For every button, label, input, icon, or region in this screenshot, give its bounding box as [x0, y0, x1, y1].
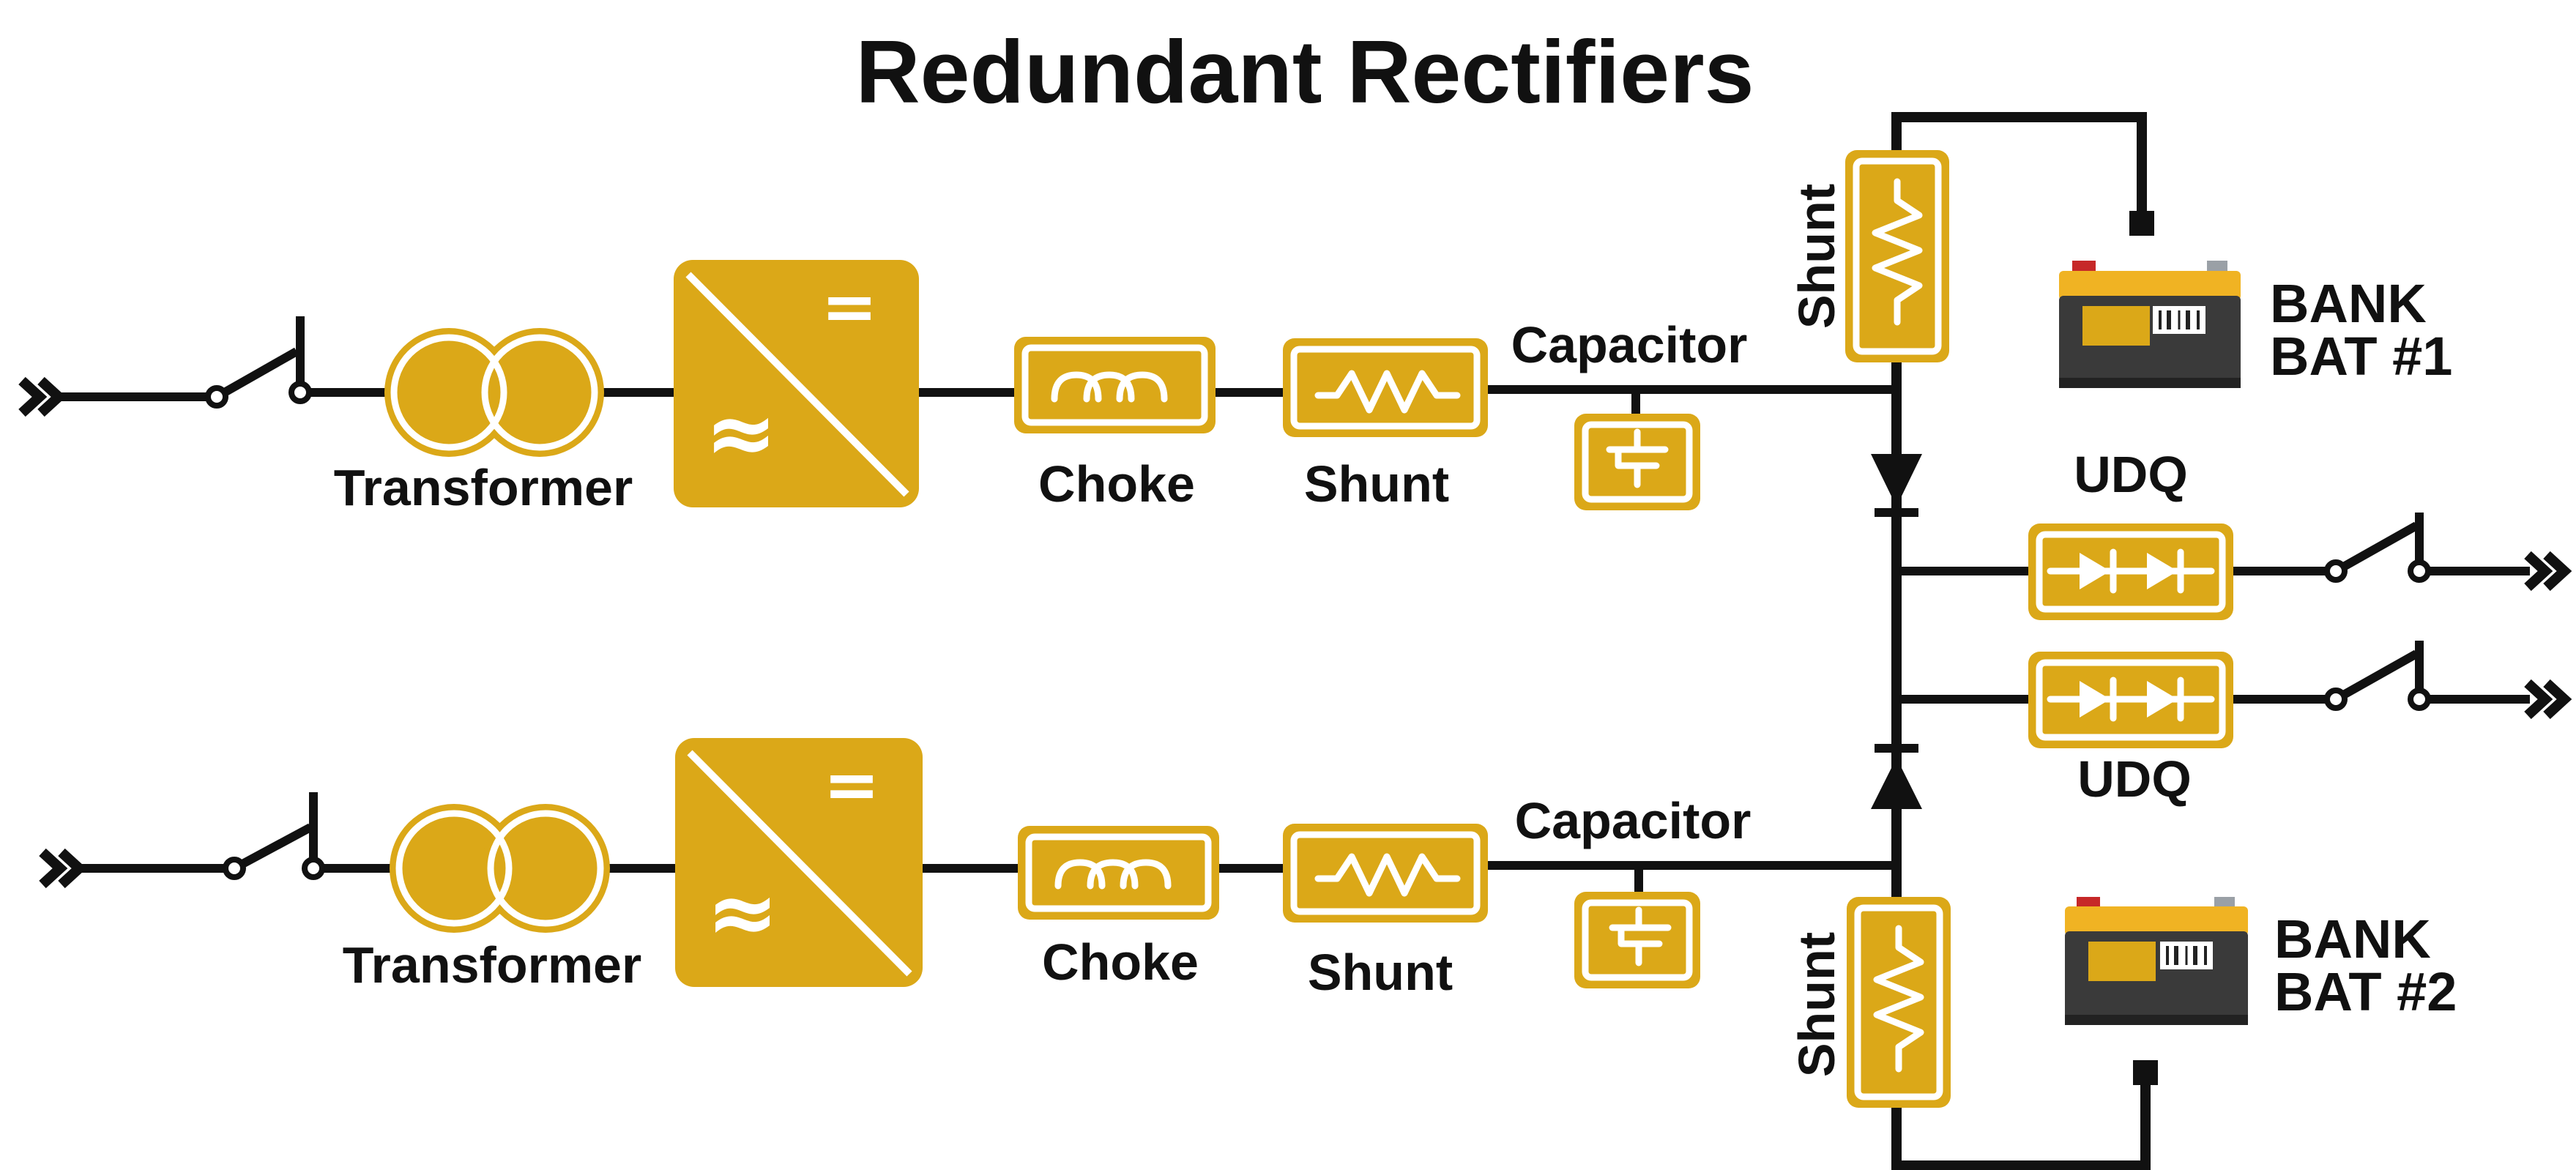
- shunt-label: Shunt: [1304, 455, 1449, 513]
- switch-icon: [205, 316, 312, 409]
- battery-2-shunt: Shunt: [1788, 897, 1951, 1108]
- shunt-label: Shunt: [1308, 944, 1453, 1001]
- ac-dc-converter-icon: [675, 738, 923, 987]
- diode-icon: [1871, 454, 1922, 517]
- transformer-label: Transformer: [334, 459, 633, 516]
- battery-1-shunt: Shunt: [1788, 150, 1949, 362]
- bank-bat-2-line1: BANK: [2274, 909, 2431, 969]
- bank-bat-1-line1: BANK: [2270, 273, 2427, 334]
- output-arrow-icon: [2524, 551, 2572, 592]
- output-arrow-icon: [2524, 679, 2572, 720]
- capacitor-icon: [1574, 414, 1700, 510]
- capacitor-label: Capacitor: [1511, 316, 1748, 373]
- shunt-icon: [1845, 150, 1949, 362]
- switch-icon: [223, 792, 325, 880]
- shunt-label: Shunt: [1788, 932, 1845, 1077]
- dc-symbol: =: [823, 745, 879, 824]
- shunt-icon: [1283, 338, 1488, 437]
- shunt-label: Shunt: [1788, 184, 1845, 329]
- bank-bat-1-line2: BAT #1: [2270, 326, 2452, 387]
- bank-bat-2-line2: BAT #2: [2274, 961, 2457, 1022]
- dc-symbol: =: [821, 267, 877, 346]
- ac-symbol: ≈: [705, 382, 778, 483]
- ac-dc-converter-icon: [674, 260, 919, 507]
- udq-label: UDQ: [2074, 446, 2188, 503]
- capacitor-label: Capacitor: [1515, 792, 1752, 849]
- battery-icon: [2065, 897, 2248, 1025]
- rectifier-1: Transformer = ≈ Choke Shunt Capacitor: [18, 260, 1896, 516]
- switch-icon: [2324, 641, 2431, 711]
- transformer-label: Transformer: [343, 936, 641, 994]
- udq-icon: [2028, 523, 2233, 620]
- capacitor-icon: [1574, 892, 1700, 988]
- output-1: UDQ: [1896, 446, 2572, 620]
- transformer-icon: [390, 804, 610, 933]
- input-arrow-icon: [39, 848, 87, 889]
- rectifier-2: Transformer = ≈ Choke Shunt Capacitor: [39, 738, 1896, 1001]
- choke-label: Choke: [1038, 455, 1195, 513]
- ac-symbol: ≈: [707, 862, 779, 963]
- input-arrow-icon: [18, 376, 67, 417]
- shunt-icon: [1283, 824, 1488, 923]
- shunt-icon: [1847, 897, 1951, 1108]
- transformer-icon: [384, 328, 604, 457]
- battery-icon: [2059, 261, 2241, 388]
- diode-icon: [1871, 744, 1922, 809]
- choke-label: Choke: [1042, 934, 1199, 991]
- switch-icon: [2324, 513, 2431, 583]
- output-2: UDQ: [1896, 641, 2572, 808]
- page-title: Redundant Rectifiers: [856, 22, 1754, 122]
- choke-icon: [1018, 826, 1219, 920]
- udq-label: UDQ: [2077, 750, 2192, 808]
- choke-icon: [1014, 337, 1216, 433]
- udq-icon: [2028, 652, 2233, 748]
